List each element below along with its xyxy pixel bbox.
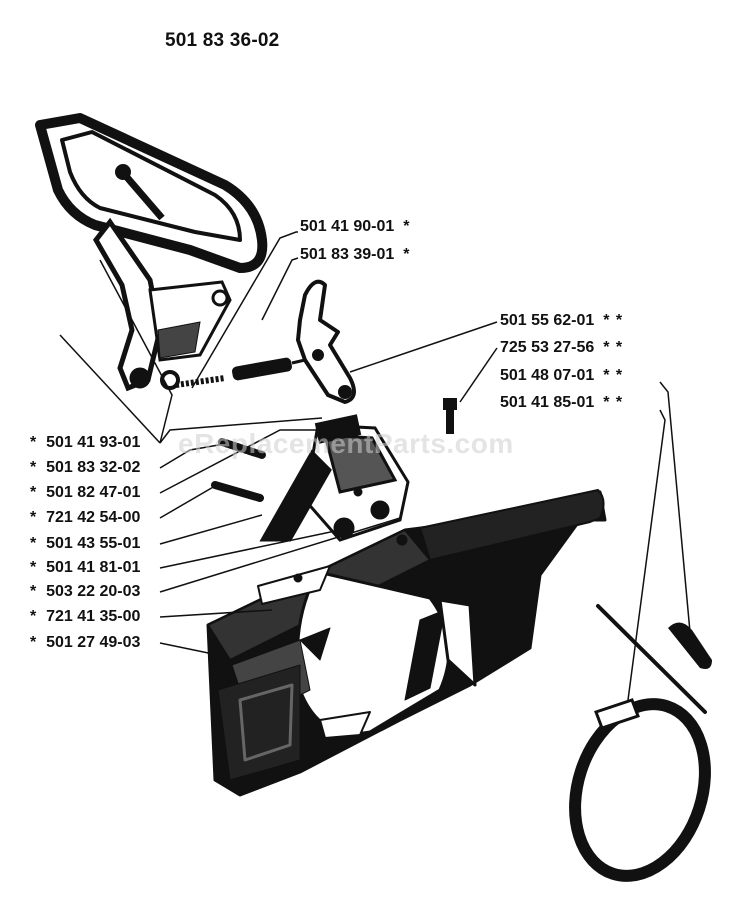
part-label-top-0: 501 41 90-01 * <box>300 218 410 236</box>
part-number: 721 41 35-00 <box>46 608 141 625</box>
part-number: 501 27 49-03 <box>46 634 141 651</box>
part-label-right-0: 501 55 62-01 * * <box>500 312 623 330</box>
leader-lines <box>59 231 691 701</box>
availability-mark: * <box>403 218 411 235</box>
availability-mark: * <box>30 583 38 600</box>
part-label-top-1: 501 83 39-01 * <box>300 246 410 264</box>
part-number: 721 42 54-00 <box>46 509 141 526</box>
cone-part <box>668 622 712 669</box>
small-screw <box>443 398 457 434</box>
brake-mechanism <box>259 414 410 542</box>
availability-mark: * <box>30 634 38 651</box>
part-number: 725 53 27-56 <box>500 339 595 356</box>
availability-mark: * <box>30 434 38 451</box>
availability-mark: * <box>30 509 38 526</box>
part-number: 501 41 90-01 <box>300 218 395 235</box>
availability-mark: * * <box>603 312 624 329</box>
part-label-left-0: * 501 41 93-01 <box>30 434 140 452</box>
guard-bracket <box>92 217 232 392</box>
brake-band <box>569 604 711 882</box>
part-label-right-3: 501 41 85-01 * * <box>500 394 623 412</box>
part-number: 501 41 81-01 <box>46 559 141 576</box>
availability-mark: * <box>30 535 38 552</box>
spring <box>175 357 306 388</box>
part-label-left-3: * 721 42 54-00 <box>30 509 140 527</box>
part-label-left-1: * 501 83 32-02 <box>30 459 140 477</box>
brake-lever <box>296 279 356 404</box>
part-label-right-1: 725 53 27-56 * * <box>500 339 623 357</box>
availability-mark: * * <box>603 367 624 384</box>
part-label-right-2: 501 48 07-01 * * <box>500 367 623 385</box>
part-label-left-8: * 501 27 49-03 <box>30 634 140 652</box>
clutch-cover <box>206 489 607 797</box>
availability-mark: * <box>30 559 38 576</box>
part-label-left-2: * 501 82 47-01 <box>30 484 140 502</box>
part-number: 503 22 20-03 <box>46 583 141 600</box>
part-number: 501 55 62-01 <box>500 312 595 329</box>
part-number: 501 82 47-01 <box>46 484 141 501</box>
watermark: eReplacementParts.com <box>178 428 514 459</box>
guard-bolt <box>115 164 165 221</box>
part-label-left-4: * 501 43 55-01 <box>30 535 140 553</box>
availability-mark: * * <box>603 339 624 356</box>
part-label-left-7: * 721 41 35-00 <box>30 608 140 626</box>
part-number: 501 48 07-01 <box>500 367 595 384</box>
part-number: 501 41 85-01 <box>500 394 595 411</box>
availability-mark: * <box>30 484 38 501</box>
pins <box>211 438 266 502</box>
part-number: 501 43 55-01 <box>46 535 141 552</box>
hand-guard <box>35 113 268 273</box>
part-number: 501 83 32-02 <box>46 459 141 476</box>
availability-mark: * * <box>603 394 624 411</box>
availability-mark: * <box>403 246 411 263</box>
availability-mark: * <box>30 608 38 625</box>
part-number: 501 41 93-01 <box>46 434 141 451</box>
part-label-left-6: * 503 22 20-03 <box>30 583 140 601</box>
part-label-left-5: * 501 41 81-01 <box>30 559 140 577</box>
availability-mark: * <box>30 459 38 476</box>
part-number: 501 83 39-01 <box>300 246 395 263</box>
diagram-title: 501 83 36-02 <box>165 30 280 51</box>
